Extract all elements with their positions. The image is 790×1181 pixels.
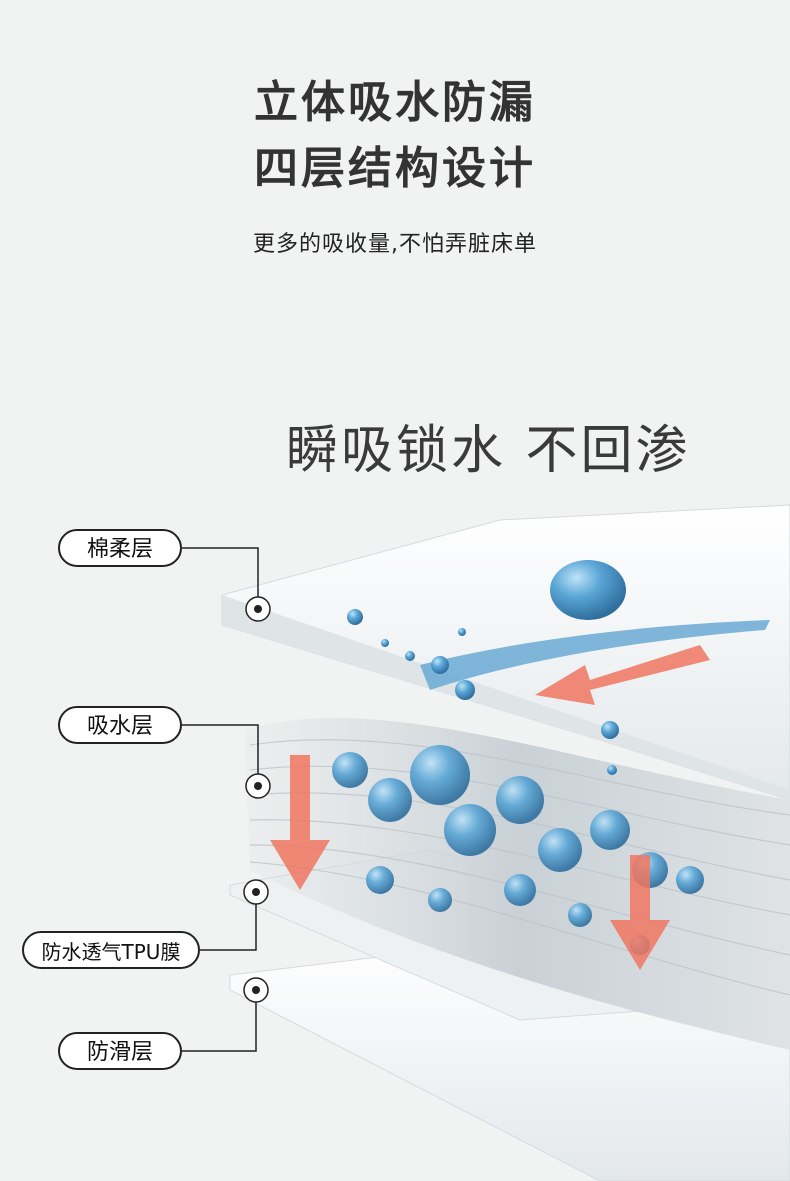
subtitle: 更多的吸收量,不怕弄脏床单	[253, 232, 537, 257]
absorbed-drops	[332, 745, 704, 955]
slogan: 瞬吸锁水 不回渗	[286, 421, 691, 481]
label-tpu-layer: 防水透气TPU膜	[22, 931, 200, 969]
label-anti-slip-layer: 防滑层	[58, 1032, 182, 1070]
label-absorbent-layer: 吸水层	[58, 706, 182, 744]
title-line-2: 四层结构设计	[254, 143, 536, 194]
layer-illustration	[182, 504, 790, 1181]
label-cotton-layer: 棉柔层	[58, 529, 182, 567]
water-drop-icon	[550, 560, 626, 620]
marker-icon	[243, 596, 271, 1003]
title-line-1: 立体吸水防漏	[254, 77, 536, 128]
arrow-icon	[270, 645, 710, 970]
